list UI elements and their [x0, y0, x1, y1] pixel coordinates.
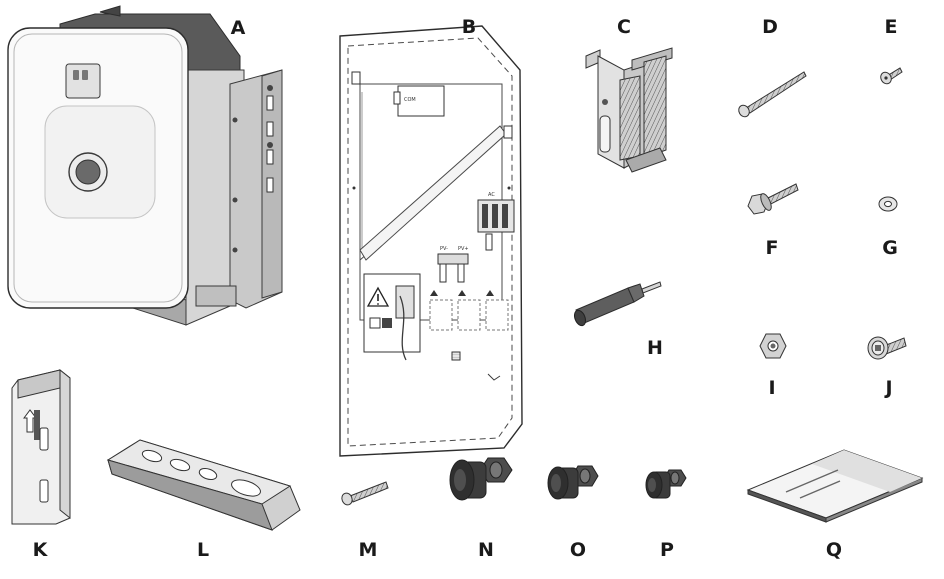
label-k: K: [33, 539, 49, 561]
item-n-cable-gland-large: [449, 457, 513, 501]
label-e: E: [885, 16, 898, 38]
pv-plus-label: PV+: [458, 246, 469, 252]
item-p-cable-gland-small: [645, 469, 687, 499]
label-i: I: [768, 377, 775, 399]
item-a-inverter: [7, 5, 283, 326]
label-q: Q: [826, 539, 842, 561]
label-l: L: [197, 539, 209, 561]
label-p: P: [660, 539, 674, 561]
pv-minus-label: PV-: [440, 246, 448, 252]
com-label: COM: [404, 97, 416, 103]
item-d-long-screw: [738, 71, 807, 118]
label-n: N: [478, 539, 494, 561]
label-b: B: [462, 16, 476, 38]
item-k-cover: [11, 368, 71, 525]
item-q-manual: [746, 449, 924, 523]
item-h-rod: [573, 281, 662, 327]
label-g: G: [882, 237, 898, 259]
item-c-bracket: [585, 47, 673, 173]
label-d: D: [762, 16, 778, 38]
label-f: F: [766, 237, 779, 259]
label-h: H: [647, 337, 663, 359]
item-e-small-screw: [880, 67, 903, 85]
item-j-flange-screw: [867, 336, 907, 360]
label-j: J: [883, 377, 892, 399]
item-m-screw: [341, 481, 389, 506]
item-f-hex-bolt: [747, 183, 799, 215]
item-o-cable-gland-medium: [547, 465, 599, 500]
item-g-washer: [878, 196, 898, 212]
label-a: A: [231, 17, 246, 39]
label-c: C: [617, 16, 631, 38]
label-o: O: [570, 539, 586, 561]
item-i-nut: [759, 333, 787, 359]
item-l-plate: [106, 439, 301, 531]
label-m: M: [359, 539, 378, 561]
ac-label: AC: [488, 192, 495, 198]
item-b-mounting-plate: COM AC PV- PV+: [339, 25, 523, 457]
